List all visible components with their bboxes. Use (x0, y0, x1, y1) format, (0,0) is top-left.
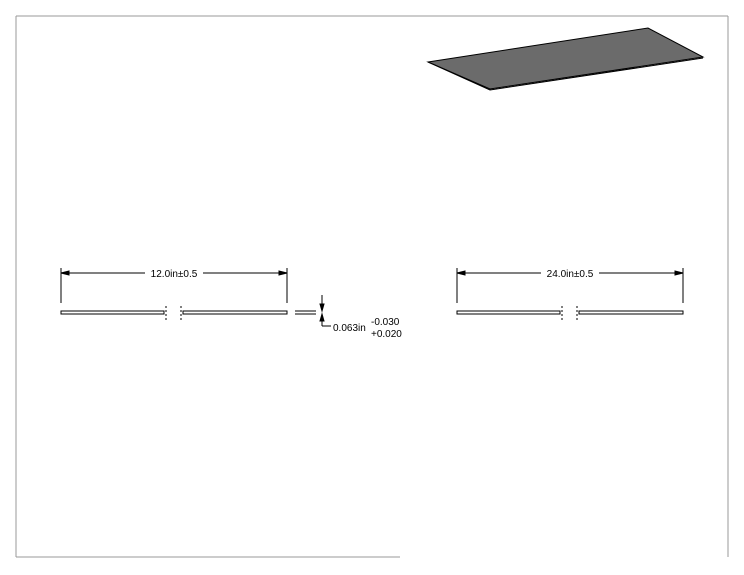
thickness-detail (295, 295, 331, 327)
thickness-tolerance-upper: -0.030 (371, 317, 400, 328)
thickness-dimension: 0.063in (333, 323, 366, 334)
side-view (456, 268, 684, 320)
sheet-border (15, 15, 729, 558)
thickness-tolerance-lower: +0.020 (371, 329, 402, 340)
side-length-dimension: 24.0in±0.5 (547, 269, 594, 280)
isometric-view (426, 27, 705, 91)
isometric-plate-top (426, 27, 705, 90)
isometric-plate-edge (427, 57, 704, 91)
front-view (60, 268, 288, 320)
front-length-dimension: 12.0in±0.5 (151, 269, 198, 280)
